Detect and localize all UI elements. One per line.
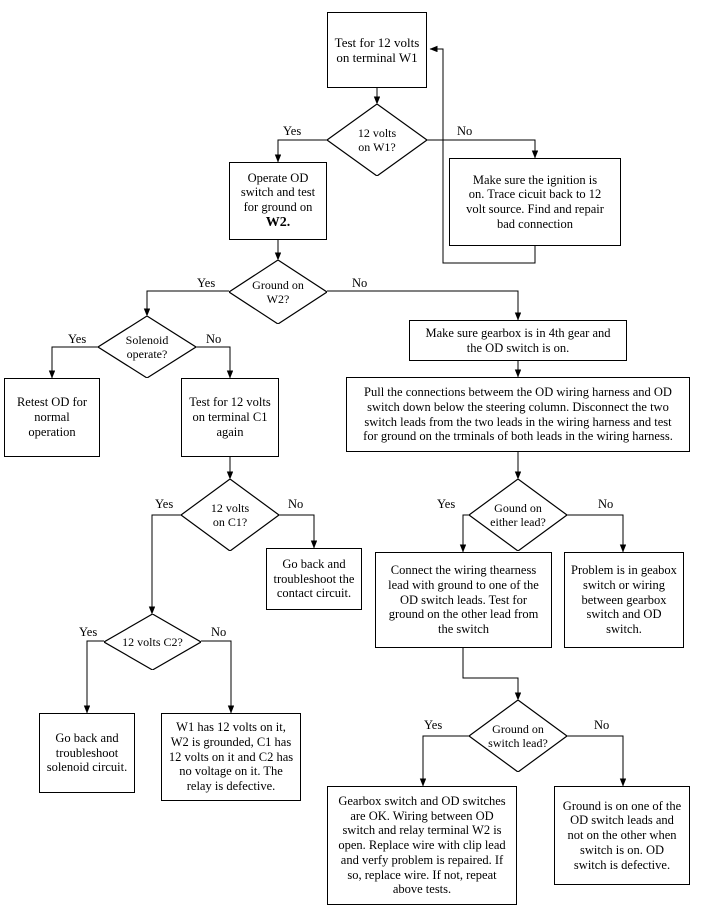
node-operate-od-line2: switch and test bbox=[240, 185, 316, 200]
node-relay-defective-text: W1 has 12 volts on it, W2 is grounded, C… bbox=[168, 720, 294, 794]
node-problem-gearbox-switch[interactable]: Problem is in geabox switch or wiring be… bbox=[564, 552, 684, 648]
edge-solenoid-no bbox=[196, 346, 234, 379]
edge-either-no bbox=[567, 514, 627, 553]
diamond-shape bbox=[229, 260, 327, 324]
edge-label-c1-yes: Yes bbox=[155, 497, 174, 511]
node-make-sure-ignition[interactable]: Make sure the ignition is on. Trace cicu… bbox=[449, 158, 621, 246]
node-gearbox-switch-ok-text: Gearbox switch and OD switches are OK. W… bbox=[338, 793, 506, 897]
edge-label-c2-yes: Yes bbox=[79, 625, 98, 639]
node-pull-connections[interactable]: Pull the connections betweem the OD wiri… bbox=[346, 377, 690, 452]
edge-label-solenoid-yes: Yes bbox=[68, 332, 87, 346]
edge-solenoid-yes bbox=[48, 346, 98, 379]
node-operate-od-switch[interactable]: Operate OD switch and test for ground on… bbox=[229, 162, 327, 240]
node-decision-12v-c1-text: 12 volts on C1? bbox=[210, 500, 250, 529]
edge-c1-yes bbox=[148, 514, 181, 615]
edge-label-w1-no: No bbox=[457, 124, 473, 138]
edge-w2-no bbox=[327, 290, 522, 321]
node-test-12v-c1-text: Test for 12 volts on terminal C1 again bbox=[189, 395, 271, 439]
edge-label-switch-lead-yes: Yes bbox=[424, 718, 443, 732]
diamond-shape bbox=[181, 479, 279, 551]
node-decision-solenoid-text: Solenoid operate? bbox=[125, 332, 169, 361]
edge-label-switch-lead-no: No bbox=[594, 718, 610, 732]
edge-label-solenoid-no: No bbox=[206, 332, 222, 346]
node-decision-12v-w1[interactable]: 12 volts on W1? bbox=[327, 104, 427, 176]
node-operate-od-line4: W2. bbox=[265, 214, 291, 230]
node-test-12v-c1[interactable]: Test for 12 volts on terminal C1 again bbox=[181, 378, 279, 457]
node-decision-ground-either-lead[interactable]: Gound on either lead? bbox=[469, 479, 567, 551]
node-decision-solenoid[interactable]: Solenoid operate? bbox=[98, 316, 196, 378]
node-make-sure-ignition-text: Make sure the ignition is on. Trace cicu… bbox=[466, 172, 604, 231]
node-od-switch-defective-text: Ground is on one of the OD switch leads … bbox=[562, 798, 682, 872]
edge-label-w1-yes: Yes bbox=[283, 124, 302, 138]
node-decision-12v-c2-text: 12 volts C2? bbox=[122, 634, 183, 649]
node-test-12v-w1-text: Test for 12 volts on terminal W1 bbox=[334, 34, 420, 65]
edge-connect-to-switchlead bbox=[462, 648, 522, 701]
diamond-shape bbox=[98, 316, 196, 378]
edge-c1-no bbox=[279, 514, 318, 549]
diamond-shape bbox=[469, 700, 567, 772]
diamond-shape bbox=[327, 104, 427, 176]
node-connect-wiring-harness[interactable]: Connect the wiring thearness lead with g… bbox=[375, 552, 552, 648]
node-test-12v-w1[interactable]: Test for 12 volts on terminal W1 bbox=[327, 12, 427, 88]
node-go-back-solenoid[interactable]: Go back and troubleshoot solenoid circui… bbox=[39, 713, 135, 793]
node-go-back-contact-text: Go back and troubleshoot the contact cir… bbox=[273, 556, 355, 601]
edge-label-c2-no: No bbox=[211, 625, 227, 639]
edge-switchlead-no bbox=[567, 735, 627, 787]
node-retest-od-text: Retest OD for normal operation bbox=[16, 395, 88, 439]
node-go-back-contact[interactable]: Go back and troubleshoot the contact cir… bbox=[266, 548, 362, 610]
node-make-sure-gearbox-text: Make sure gearbox is in 4th gear and the… bbox=[425, 325, 611, 355]
node-od-switch-defective[interactable]: Ground is on one of the OD switch leads … bbox=[554, 786, 690, 885]
diamond-shape bbox=[104, 614, 201, 670]
node-decision-ground-w2-text: Ground on W2? bbox=[252, 277, 304, 306]
edge-c2-yes bbox=[83, 640, 104, 714]
node-retest-od[interactable]: Retest OD for normal operation bbox=[4, 378, 100, 457]
node-connect-wiring-harness-text: Connect the wiring thearness lead with g… bbox=[388, 563, 539, 637]
node-pull-connections-text: Pull the connections betweem the OD wiri… bbox=[363, 385, 673, 444]
edge-label-w2-no: No bbox=[352, 276, 368, 290]
edge-w2-yes bbox=[143, 290, 229, 317]
edge-switchlead-yes bbox=[419, 735, 469, 787]
node-decision-12v-c1[interactable]: 12 volts on C1? bbox=[181, 479, 279, 551]
edge-w1-yes bbox=[274, 139, 327, 163]
node-operate-od-line3: for ground on bbox=[243, 200, 313, 215]
node-make-sure-gearbox[interactable]: Make sure gearbox is in 4th gear and the… bbox=[409, 320, 627, 361]
edge-w1-no bbox=[427, 139, 539, 159]
diamond-shape bbox=[469, 479, 567, 551]
edge-label-c1-no: No bbox=[288, 497, 304, 511]
node-problem-gearbox-switch-text: Problem is in geabox switch or wiring be… bbox=[571, 563, 677, 637]
node-decision-ground-switch-lead-text: Ground on switch lead? bbox=[488, 721, 548, 750]
node-go-back-solenoid-text: Go back and troubleshoot solenoid circui… bbox=[46, 730, 128, 775]
node-gearbox-switch-ok[interactable]: Gearbox switch and OD switches are OK. W… bbox=[327, 786, 517, 905]
node-relay-defective[interactable]: W1 has 12 volts on it, W2 is grounded, C… bbox=[161, 713, 301, 801]
node-decision-12v-w1-text: 12 volts on W1? bbox=[357, 125, 397, 154]
node-decision-12v-c2[interactable]: 12 volts C2? bbox=[104, 614, 201, 670]
edge-c2-no bbox=[201, 640, 235, 714]
node-decision-ground-w2[interactable]: Ground on W2? bbox=[229, 260, 327, 324]
node-decision-ground-switch-lead[interactable]: Ground on switch lead? bbox=[469, 700, 567, 772]
node-decision-ground-either-lead-text: Gound on either lead? bbox=[490, 500, 546, 529]
node-operate-od-line1: Operate OD bbox=[247, 170, 309, 185]
edge-label-w2-yes: Yes bbox=[197, 276, 216, 290]
edge-label-either-lead-no: No bbox=[598, 497, 614, 511]
edge-label-either-lead-yes: Yes bbox=[437, 497, 456, 511]
